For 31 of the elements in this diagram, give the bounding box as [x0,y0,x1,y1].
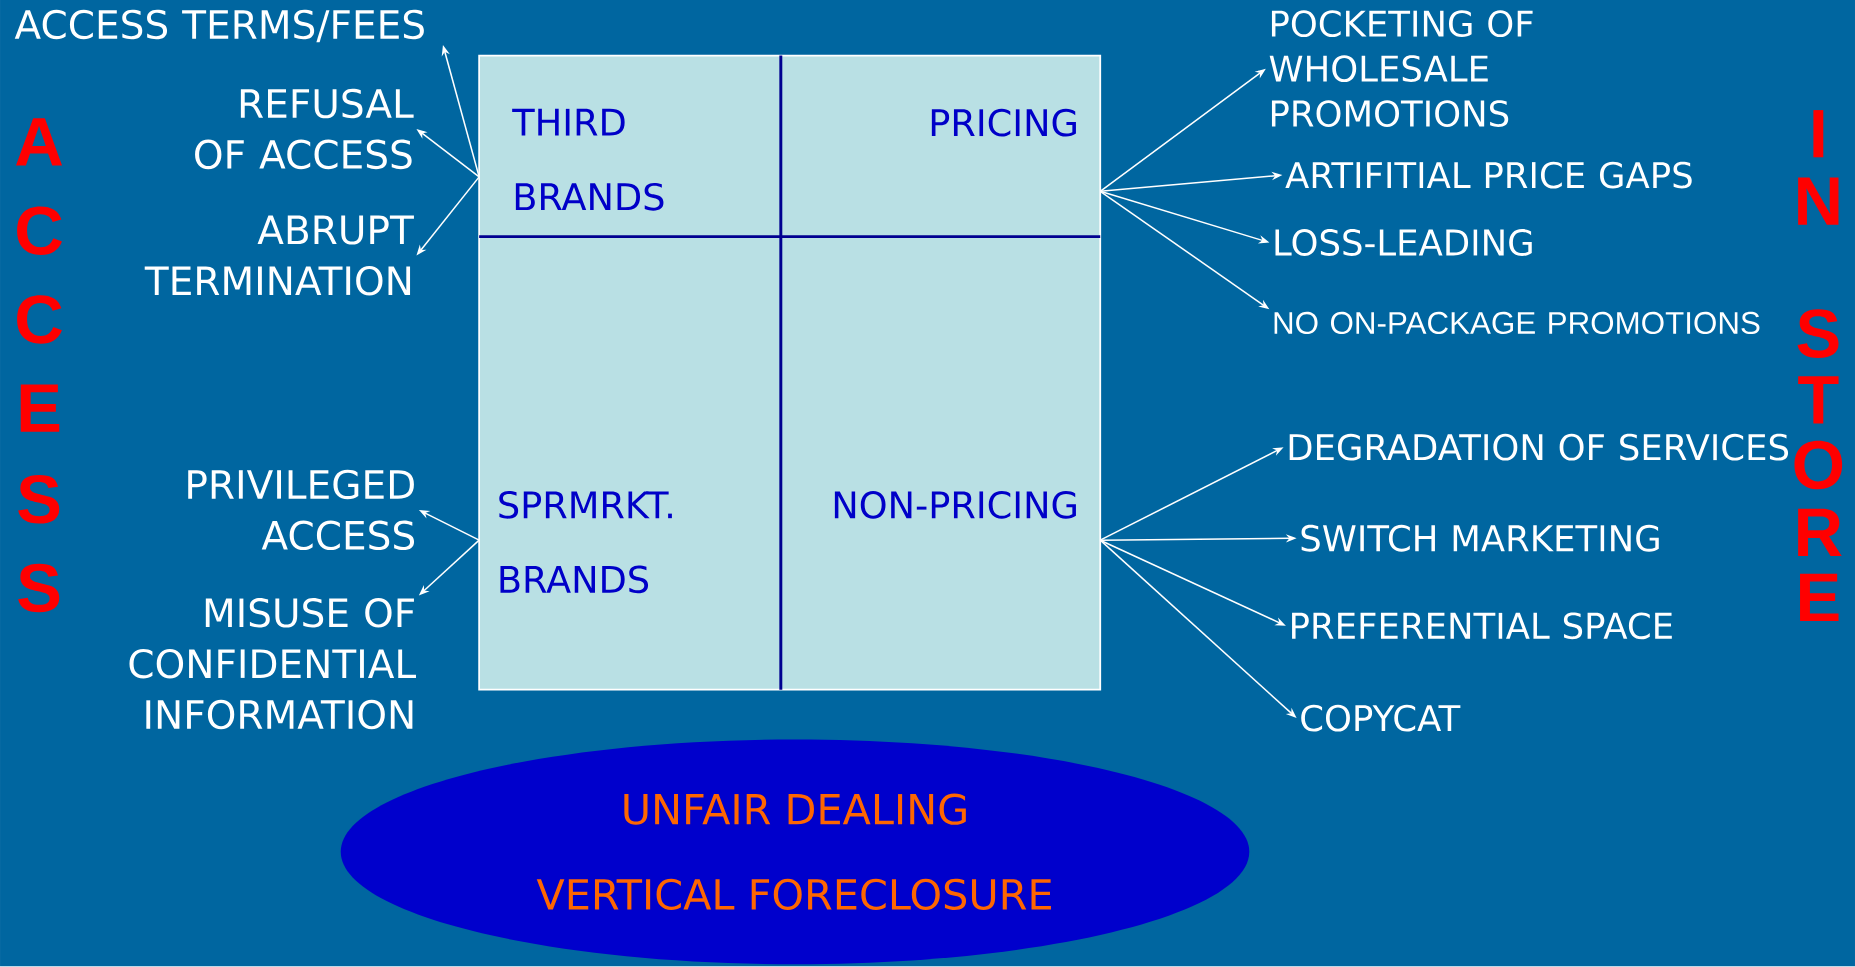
vertical-letter: S [18,563,60,613]
node-label: PRICING [931,109,1076,137]
callout-text: MISUSE OF CONFIDENTIAL INFORMATION [129,598,416,730]
vertical-letter: O [1794,440,1843,490]
vertical-letter: N [1798,177,1839,225]
vertical-letter: E [20,384,60,432]
callout-text: ABRUPT TERMINATION [144,215,414,296]
vertical-letter: T [1798,376,1839,424]
callout-text: LOSS-LEADING [1275,229,1532,257]
callout-text: REFUSAL OF ACCESS [195,89,414,170]
table-cell: THIRD BRANDS [479,55,781,237]
vertical-letter: R [1798,509,1842,557]
callout-text: ARTIFITIAL PRICE GAPS [1285,161,1692,189]
vertical-letter: I [1813,110,1824,158]
callout-text: PREFERENTIAL SPACE [1292,612,1672,640]
table-cell: PRICING [780,55,1101,237]
vertical-letter: C [17,295,62,344]
vertical-letter: E [1800,574,1839,622]
callout-text: POCKETING OF WHOLESALE PROMOTIONS [1269,10,1533,128]
vertical-letter: S [18,475,60,524]
callout-text: ACCESS TERMS/FEES [14,9,424,43]
callout-text: SWITCH MARKETING [1301,525,1659,552]
vertical-letter: S [1797,309,1839,359]
callout-text: PRIVILEGED ACCESS [188,469,415,551]
callout-text: NO ON-PACKAGE PROMOTIONS [1274,312,1760,335]
ellipse-banner: UNFAIR DEALING VERTICAL FORECLOSURE [340,739,1250,965]
callout-text: COPYCAT [1301,704,1461,732]
node-label: THIRD BRANDS [512,109,664,211]
vertical-letter: A [16,118,62,166]
vertical-letter: C [17,206,62,256]
callout-text: DEGRADATION OF SERVICES [1289,434,1789,461]
